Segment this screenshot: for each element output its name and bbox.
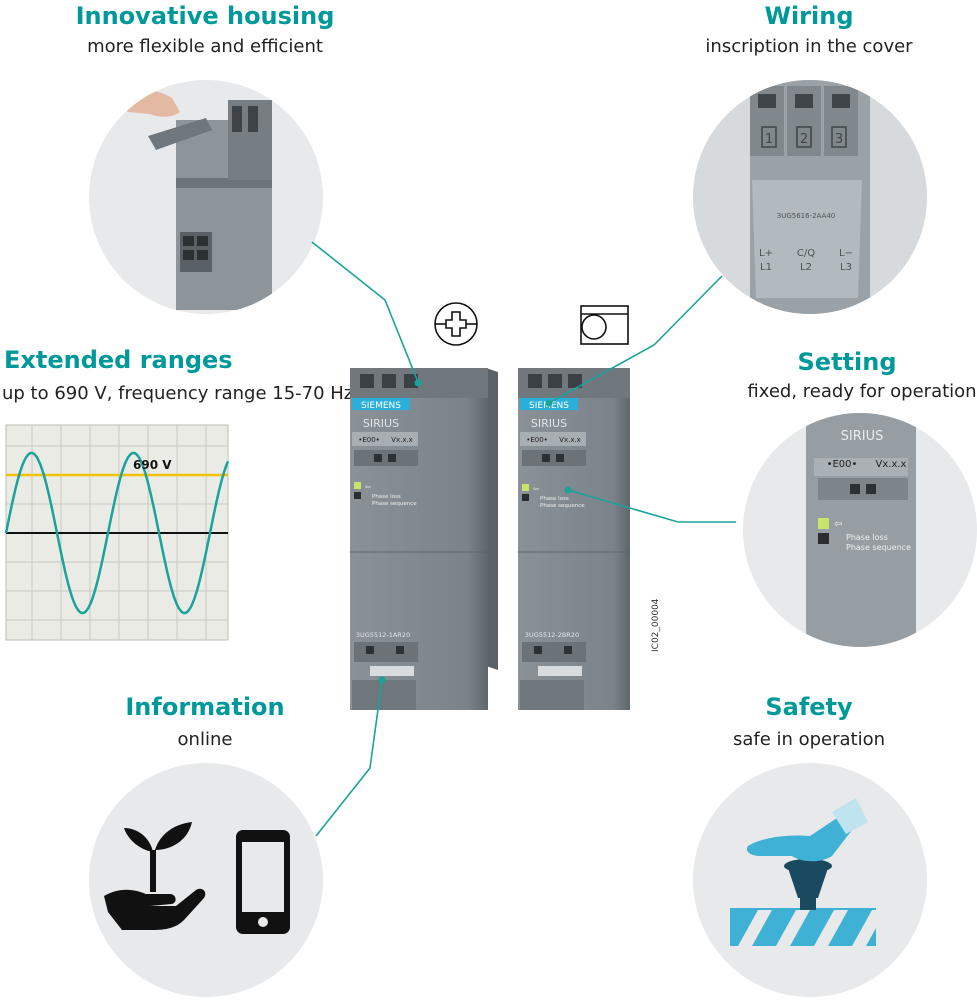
svg-text:⇦: ⇦ — [533, 485, 539, 493]
phase-loss-right: Phase loss — [540, 496, 569, 502]
plant-in-hand-icon — [104, 822, 206, 930]
power-led-left — [354, 482, 361, 489]
barcode-right — [538, 666, 582, 676]
svg-text:L1: L1 — [760, 262, 772, 273]
ranges-title: Extended ranges — [4, 346, 233, 374]
safety-circle — [693, 763, 927, 997]
ranges-subtitle: up to 690 V, frequency range 15-70 Hz — [2, 383, 354, 404]
cover-code: 3UG5616-2AA40 — [777, 212, 835, 220]
barcode-left — [370, 666, 414, 676]
setting-code: •E00• — [827, 459, 858, 470]
code-right: •E00• — [526, 436, 548, 444]
svg-text:⇦: ⇦ — [834, 519, 842, 530]
housing-title: Innovative housing — [75, 2, 335, 30]
safety-title: Safety — [765, 693, 853, 721]
wiring-title: Wiring — [764, 2, 854, 30]
information-circle — [89, 763, 323, 997]
version-left: Vx.x.x — [391, 436, 413, 444]
safety-hand-icon — [746, 816, 852, 862]
screw-terminal-symbol — [434, 302, 478, 346]
cover-label-l3: L− — [839, 248, 853, 259]
setting-product: SIRIUS — [841, 429, 884, 444]
wiring-circle: 1 2 3 3UG5616-2AA40 L+ L1 C/Q L2 L− L3 — [693, 80, 927, 314]
device-left: SIEMENS SIRIUS •E00• Vx.x.x ⇦ Phase loss… — [350, 368, 498, 710]
product-left: SIRIUS — [363, 417, 399, 430]
terminal-3-label: 3 — [835, 132, 843, 147]
connectors — [311, 241, 736, 837]
push-button-icon — [784, 859, 832, 910]
housing-cover — [148, 118, 212, 150]
sleeve-cuff — [832, 798, 868, 834]
phase-sequence-left: Phase sequence — [372, 501, 417, 507]
waveform-chart: 690 V — [4, 424, 230, 641]
siemens-badge-left — [352, 398, 410, 410]
cover-label-l2: C/Q — [797, 248, 815, 259]
setting-phase-loss: Phase loss — [846, 533, 888, 542]
brand-left: SIEMENS — [361, 401, 401, 411]
product-right: SIRIUS — [531, 417, 567, 430]
information-title: Information — [125, 693, 285, 721]
phase-sequence-right: Phase sequence — [540, 503, 585, 509]
part-right: 3UG5512-2BR20 — [525, 631, 579, 639]
hazard-base — [730, 908, 876, 946]
figure-id: IC02_00004 — [651, 598, 661, 652]
setting-phase-sequence: Phase sequence — [846, 543, 911, 552]
status-led — [818, 533, 829, 544]
power-led — [818, 518, 829, 529]
push-in-terminal-symbol — [580, 305, 629, 345]
voltage-label: 690 V — [133, 458, 172, 472]
svg-text:L3: L3 — [840, 262, 852, 273]
sine-wave — [4, 451, 230, 615]
setting-version: Vx.x.x — [876, 459, 907, 470]
setting-title: Setting — [797, 348, 897, 376]
part-left: 3UG5512-1AR20 — [356, 631, 410, 639]
device-right: SIEMENS SIRIUS •E00• Vx.x.x ⇦ Phase loss… — [518, 368, 630, 710]
setting-circle: SIRIUS •E00• Vx.x.x ⇦ Phase loss Phase s… — [743, 413, 977, 647]
version-right: Vx.x.x — [559, 436, 581, 444]
setting-subtitle: fixed, ready for operation — [747, 381, 977, 402]
svg-text:⇦: ⇦ — [365, 483, 371, 491]
terminal-1-label: 1 — [765, 132, 773, 147]
phase-loss-left: Phase loss — [372, 494, 401, 500]
smartphone-icon — [236, 830, 290, 934]
code-left: •E00• — [358, 436, 380, 444]
safety-subtitle: safe in operation — [732, 729, 886, 750]
housing-subtitle: more flexible and efficient — [87, 36, 323, 57]
svg-text:L2: L2 — [800, 262, 812, 273]
housing-circle — [89, 80, 323, 314]
cover-label-l1: L+ — [759, 248, 773, 259]
wiring-cover — [752, 180, 862, 298]
wiring-subtitle: inscription in the cover — [705, 36, 913, 57]
power-led-right — [522, 484, 529, 491]
information-subtitle: online — [177, 729, 233, 750]
terminal-2-label: 2 — [800, 132, 808, 147]
